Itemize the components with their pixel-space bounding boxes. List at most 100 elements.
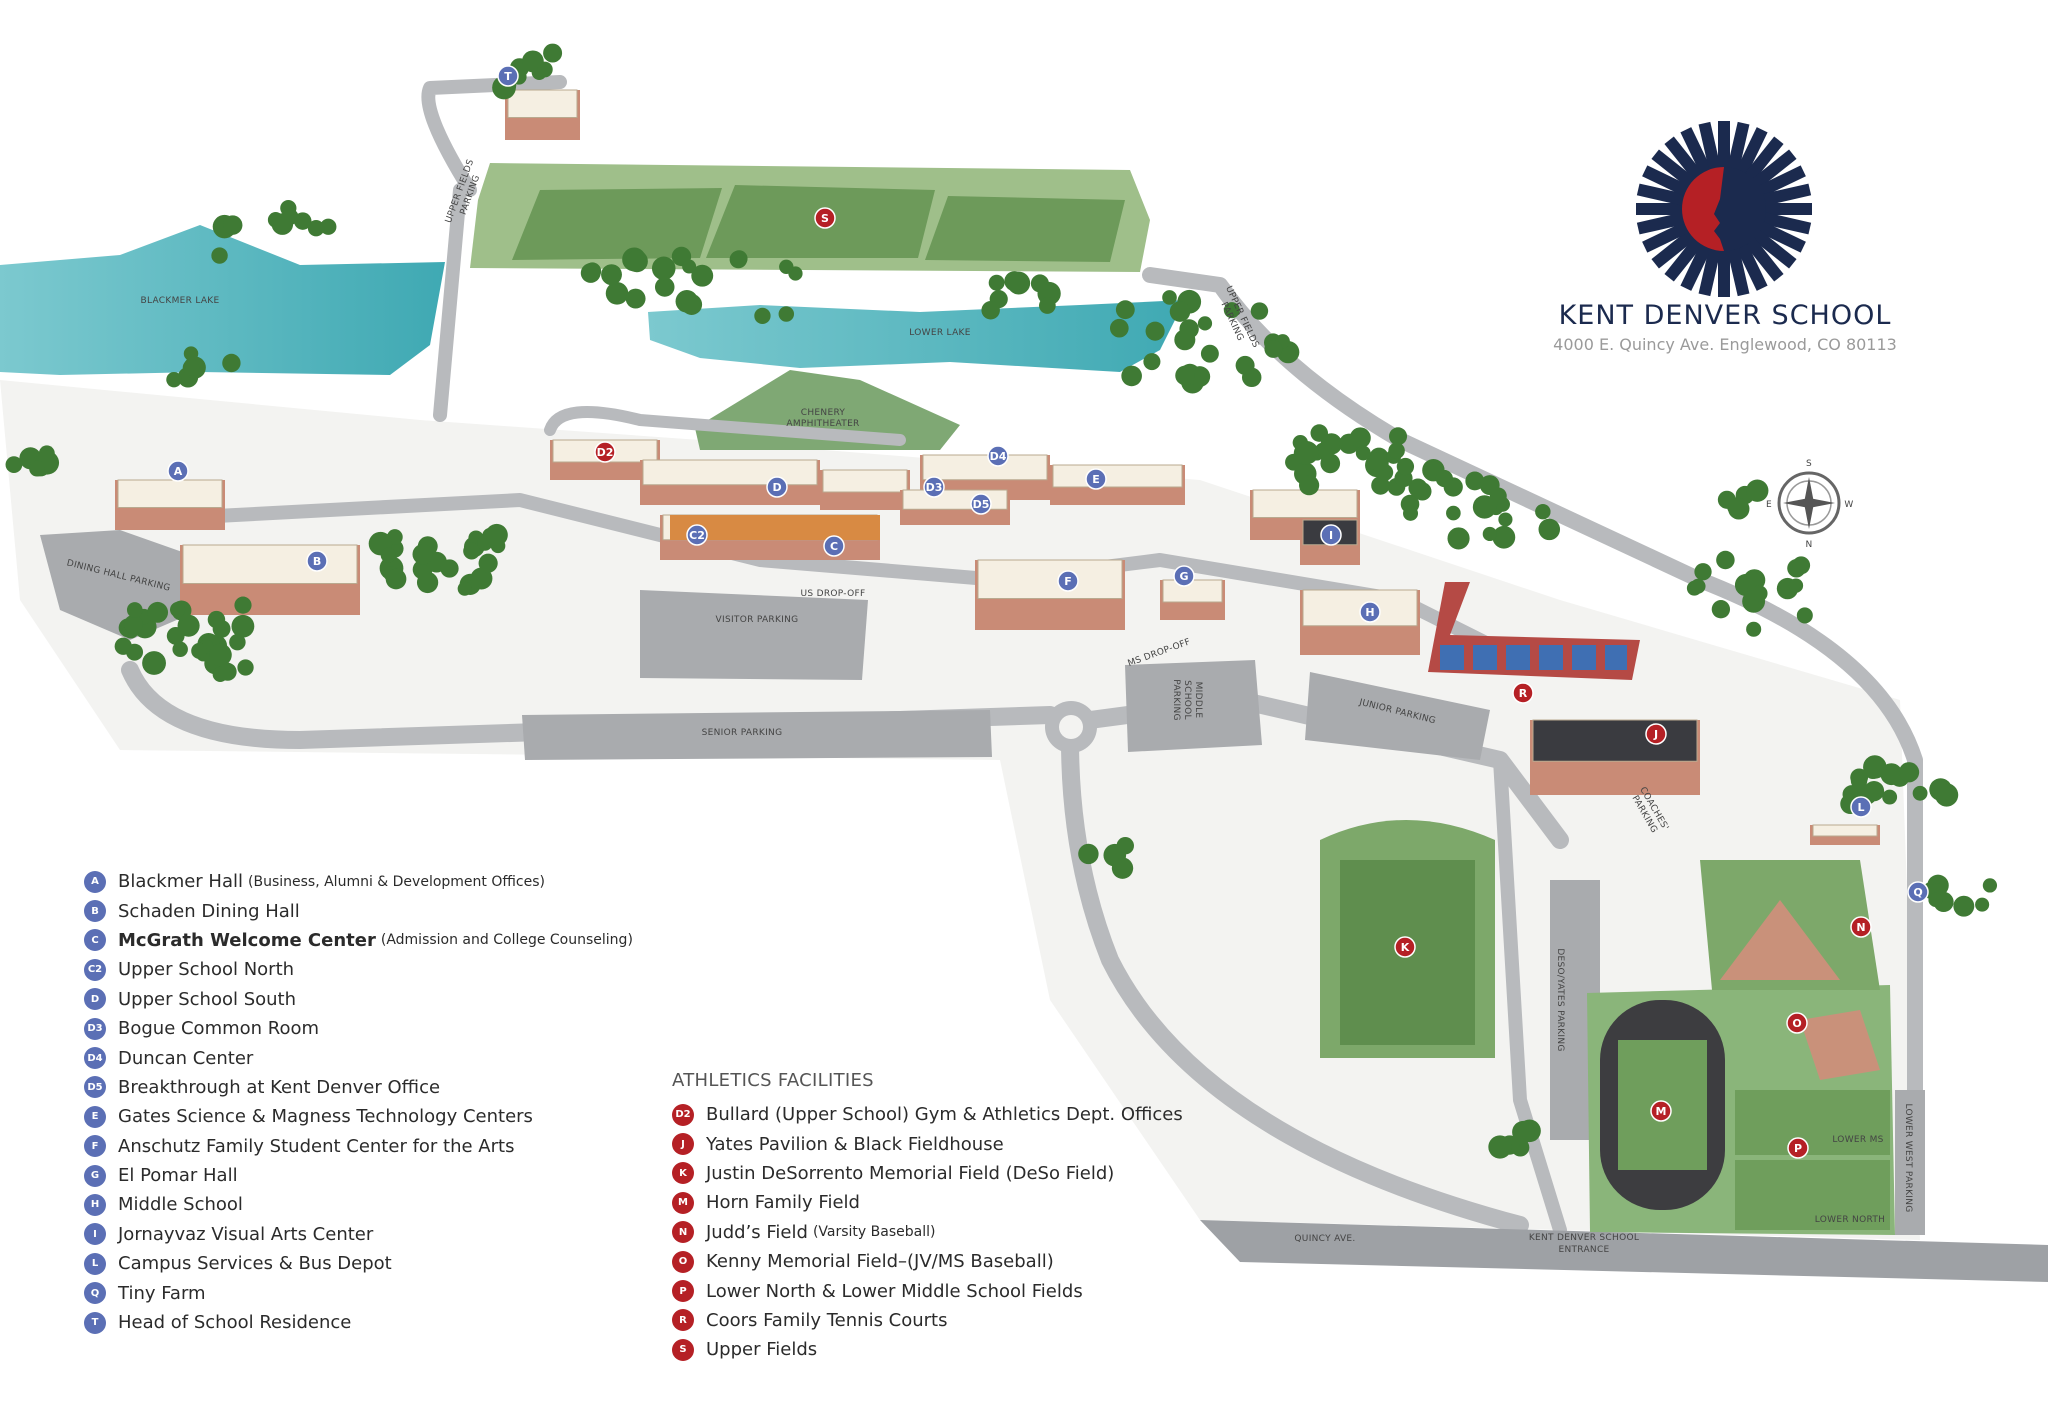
map-marker-h[interactable]: H bbox=[1359, 601, 1381, 623]
tree bbox=[1796, 607, 1813, 624]
map-marker-d4[interactable]: D4 bbox=[987, 445, 1009, 467]
marker-code: O bbox=[1792, 1017, 1801, 1030]
logo-ray bbox=[1741, 136, 1784, 185]
map-marker-j[interactable]: J bbox=[1645, 723, 1667, 745]
legend-item-name: Campus Services & Bus Depot bbox=[118, 1253, 392, 1275]
map-marker-d5[interactable]: D5 bbox=[970, 493, 992, 515]
tree bbox=[1106, 845, 1122, 862]
tree bbox=[605, 282, 629, 305]
marker-code: R bbox=[1519, 687, 1528, 700]
marker-code: J bbox=[1653, 728, 1658, 741]
legend-item-name: Justin DeSorrento Memorial Field (DeSo F… bbox=[706, 1162, 1115, 1184]
tree bbox=[229, 633, 246, 651]
marker-badge: E bbox=[84, 1105, 106, 1128]
map-marker-s[interactable]: S bbox=[814, 207, 836, 229]
marker-badge: C2 bbox=[84, 958, 106, 981]
logo-ray bbox=[1680, 127, 1714, 180]
tree bbox=[293, 212, 312, 230]
marker-code: K bbox=[1401, 941, 1410, 954]
map-marker-c[interactable]: C bbox=[823, 535, 845, 557]
logo-ray bbox=[1748, 226, 1797, 269]
map-marker-o[interactable]: O bbox=[1786, 1012, 1808, 1034]
tree bbox=[211, 247, 228, 264]
map-marker-l[interactable]: L bbox=[1850, 796, 1872, 818]
tree bbox=[1850, 772, 1868, 790]
legend-item-name: Schaden Dining Hall bbox=[118, 900, 300, 922]
tree bbox=[412, 543, 434, 565]
map-marker-f[interactable]: F bbox=[1057, 570, 1079, 592]
logo-ray bbox=[1757, 183, 1812, 207]
tree bbox=[126, 602, 143, 618]
tree bbox=[1403, 505, 1419, 521]
legend-item-name: Duncan Center bbox=[118, 1047, 254, 1069]
logo-ray bbox=[1698, 242, 1722, 297]
tree bbox=[1512, 1120, 1535, 1144]
map-marker-m[interactable]: M bbox=[1650, 1100, 1672, 1122]
legend-item-name: Bullard (Upper School) Gym & Athletics D… bbox=[706, 1104, 1183, 1126]
map-marker-d3[interactable]: D3 bbox=[923, 476, 945, 498]
map-marker-p[interactable]: P bbox=[1787, 1137, 1809, 1159]
tree bbox=[1235, 355, 1255, 375]
marker-code: B bbox=[313, 555, 321, 568]
map-marker-g[interactable]: G bbox=[1173, 565, 1195, 587]
tree bbox=[1792, 556, 1811, 575]
marker-badge: L bbox=[84, 1252, 106, 1275]
tree bbox=[1435, 469, 1453, 488]
map-marker-n[interactable]: N bbox=[1850, 916, 1872, 938]
tree bbox=[1746, 479, 1769, 502]
map-marker-a[interactable]: A bbox=[167, 460, 189, 482]
tree bbox=[478, 553, 498, 573]
tree bbox=[222, 215, 243, 235]
marker-code: P bbox=[1794, 1142, 1802, 1155]
marker-code: D bbox=[772, 481, 781, 494]
tree bbox=[1200, 344, 1219, 363]
tree bbox=[1447, 527, 1470, 550]
tree bbox=[1115, 300, 1135, 320]
marker-code: C bbox=[830, 540, 838, 553]
tree bbox=[729, 250, 748, 269]
compass-right: W bbox=[1844, 500, 1853, 510]
map-marker-d2[interactable]: D2 bbox=[594, 441, 616, 463]
tree bbox=[536, 61, 553, 78]
legend-item-name: Horn Family Field bbox=[706, 1192, 860, 1214]
marker-code: F bbox=[1064, 575, 1072, 588]
legend-item-name: McGrath Welcome Center bbox=[118, 929, 376, 951]
visitor-parking bbox=[640, 590, 868, 680]
map-marker-t[interactable]: T bbox=[497, 65, 519, 87]
middle-school-parking bbox=[1125, 660, 1262, 752]
tree bbox=[625, 288, 646, 309]
tree bbox=[416, 571, 439, 594]
map-marker-e[interactable]: E bbox=[1085, 468, 1107, 490]
legend-item-name: Blackmer Hall bbox=[118, 871, 243, 893]
senior-parking bbox=[522, 710, 992, 760]
tree bbox=[114, 637, 132, 655]
map-marker-q[interactable]: Q bbox=[1907, 881, 1929, 903]
kenny-field bbox=[1800, 1010, 1880, 1080]
tree bbox=[1912, 785, 1928, 801]
tree bbox=[280, 200, 297, 217]
marker-badge: I bbox=[84, 1223, 106, 1246]
tree bbox=[207, 610, 226, 629]
tree bbox=[320, 218, 337, 235]
map-marker-c2[interactable]: C2 bbox=[686, 524, 708, 546]
map-marker-k[interactable]: K bbox=[1394, 936, 1416, 958]
map-marker-b[interactable]: B bbox=[306, 550, 328, 572]
label-us-dropoff: US DROP-OFF bbox=[801, 589, 866, 599]
map-marker-d[interactable]: D bbox=[766, 476, 788, 498]
athletics-legend-title: ATHLETICS FACILITIES bbox=[672, 1070, 874, 1091]
tree bbox=[1928, 892, 1943, 907]
tree bbox=[625, 250, 648, 273]
map-marker-r[interactable]: R bbox=[1512, 682, 1534, 704]
legend-item-name: Anschutz Family Student Center for the A… bbox=[118, 1135, 515, 1157]
map-marker-i[interactable]: I bbox=[1320, 524, 1342, 546]
marker-code: I bbox=[1329, 529, 1333, 542]
logo-ray bbox=[1760, 203, 1812, 215]
marker-badge: M bbox=[672, 1191, 694, 1214]
